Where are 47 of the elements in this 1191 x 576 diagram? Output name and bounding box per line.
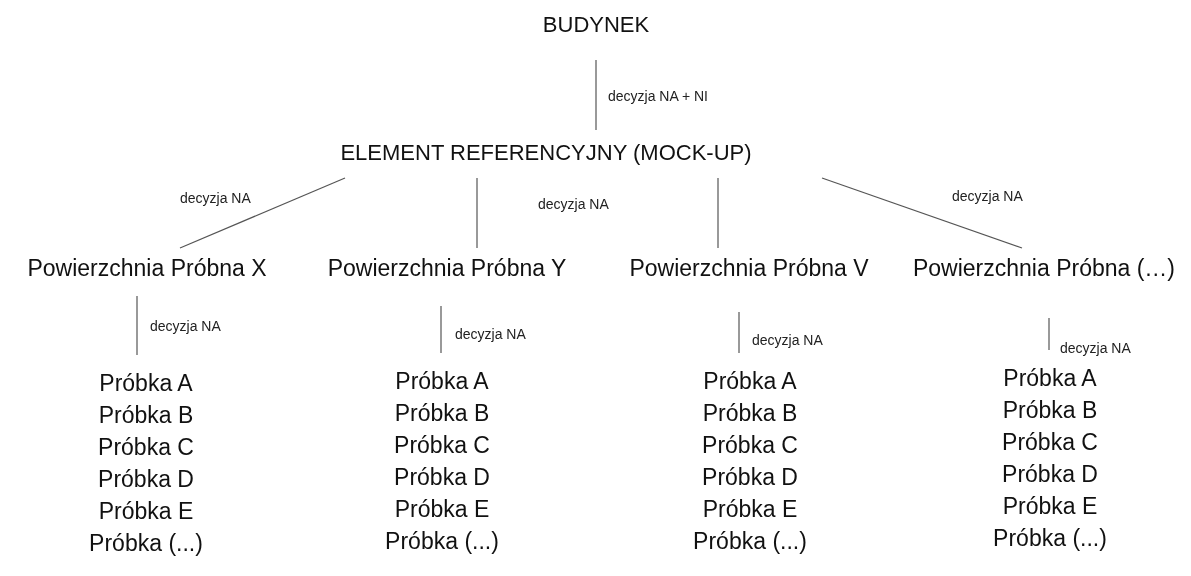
list-item-text: Próbka B (701, 399, 799, 428)
list-item-text: Próbka C (701, 431, 799, 460)
list-item-text: Próbka A (1002, 364, 1098, 393)
edge-label: decyzja NA (148, 318, 223, 334)
connector-line (595, 59, 597, 131)
node-label: Powierzchnia Próbna X (23, 248, 271, 296)
connector-line (717, 177, 719, 249)
node-label: Powierzchnia Próbna V (625, 248, 873, 312)
connector-line (136, 295, 138, 356)
connector-line (440, 305, 442, 354)
node-label: ELEMENT REFERENCYJNY (MOCK-UP) (334, 130, 758, 178)
edge-label: decyzja NA (453, 326, 528, 342)
connector-line (1048, 317, 1050, 351)
edge-label: decyzja NA + NI (606, 88, 710, 104)
edge-label: decyzja NA (536, 196, 611, 212)
node-label: Powierzchnia Próbna Y (323, 248, 571, 306)
list-item-text: Próbka D (701, 463, 799, 492)
list-item-text: Próbka E (701, 495, 799, 524)
list-item-text: Próbka E (97, 497, 195, 526)
list-item-text: Próbka B (393, 399, 491, 428)
list-item-text: Próbka D (97, 465, 195, 494)
edge-label: decyzja NA (178, 190, 253, 206)
list-item-text: Próbka C (393, 431, 491, 460)
list-item-text: Próbka A (98, 369, 194, 398)
node-label: Powierzchnia Próbna (…) (908, 248, 1180, 318)
list-item-text: Próbka B (1001, 396, 1099, 425)
edge-label: decyzja NA (1058, 340, 1133, 356)
list-item-text: Próbka C (1001, 428, 1099, 457)
edge-label: decyzja NA (750, 332, 825, 348)
list-item-text: Próbka A (702, 367, 798, 396)
list-item-text: Próbka (...) (89, 529, 203, 558)
list-item-text: Próbka D (1001, 460, 1099, 489)
list-item-text: Próbka D (393, 463, 491, 492)
list-item-text: Próbka C (97, 433, 195, 462)
list-item-text: Próbka (...) (385, 527, 499, 556)
list-item-text: Próbka (...) (993, 524, 1107, 553)
edge-label: decyzja NA (950, 188, 1025, 204)
list-item-text: Próbka E (393, 495, 491, 524)
connector-line (738, 311, 740, 354)
list-item-text: Próbka A (394, 367, 490, 396)
node-label: BUDYNEK (536, 8, 656, 60)
list-item-text: Próbka (...) (693, 527, 807, 556)
list-item-text: Próbka E (1001, 492, 1099, 521)
connector-line (179, 177, 346, 249)
connector-line (821, 177, 1023, 249)
connector-line (476, 177, 478, 249)
list-item-text: Próbka B (97, 401, 195, 430)
